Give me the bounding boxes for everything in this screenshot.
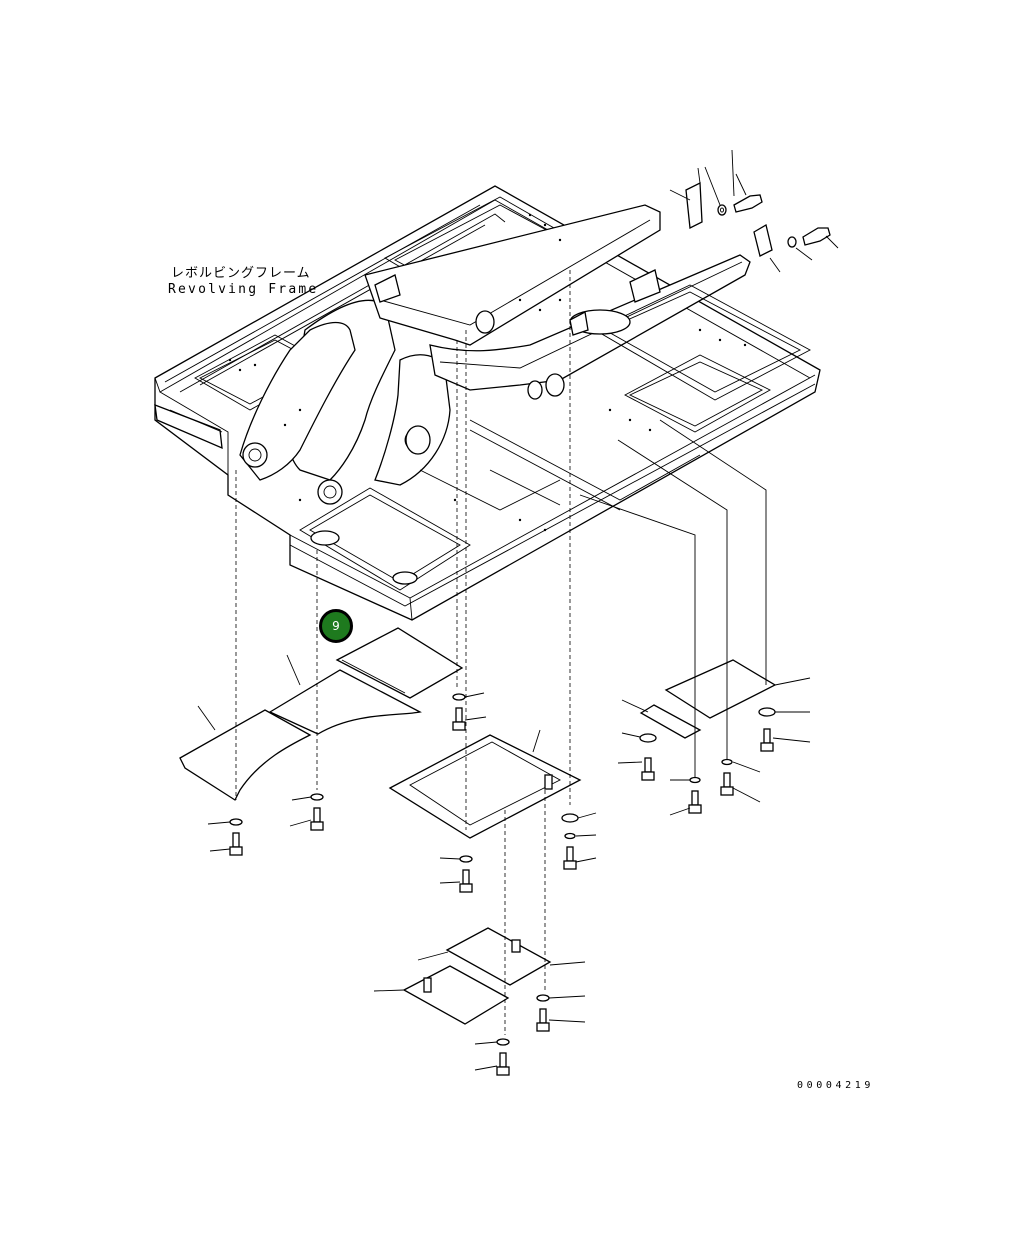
bracket-parts-upper-right: [669, 149, 839, 273]
undercover-plates: [179, 627, 777, 1025]
frame-label-english: Revolving Frame: [168, 282, 319, 297]
drawing-number: 00004219: [797, 1080, 874, 1091]
callout-number: 9: [332, 619, 340, 633]
frame-label-japanese: レボルビングフレーム: [171, 266, 311, 281]
assembly-center-lines: [235, 270, 767, 1035]
revolving-frame-drawing: [154, 185, 821, 621]
callout-marker-9[interactable]: 9: [319, 609, 353, 643]
bolts-and-washers: [207, 677, 811, 1076]
